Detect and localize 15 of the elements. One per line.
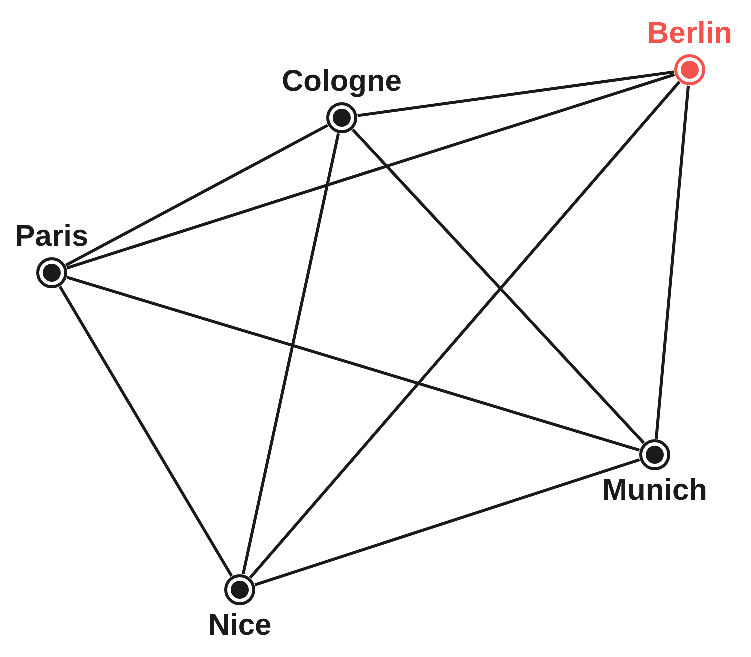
city-label: Paris xyxy=(15,219,89,255)
connector-line xyxy=(249,81,681,579)
city-label: Cologne xyxy=(282,64,402,100)
connector-line xyxy=(242,133,340,575)
connector-line xyxy=(352,128,646,444)
connector-line xyxy=(254,458,640,586)
city-label: Berlin xyxy=(647,16,733,52)
city-label: Nice xyxy=(208,608,272,644)
connector-line xyxy=(358,70,674,118)
connector-line xyxy=(66,276,640,452)
connector-line xyxy=(58,286,234,577)
connector-line xyxy=(66,73,676,270)
city-label: Munich xyxy=(602,473,708,509)
connector-line xyxy=(654,86,690,440)
connector-line xyxy=(65,124,329,267)
